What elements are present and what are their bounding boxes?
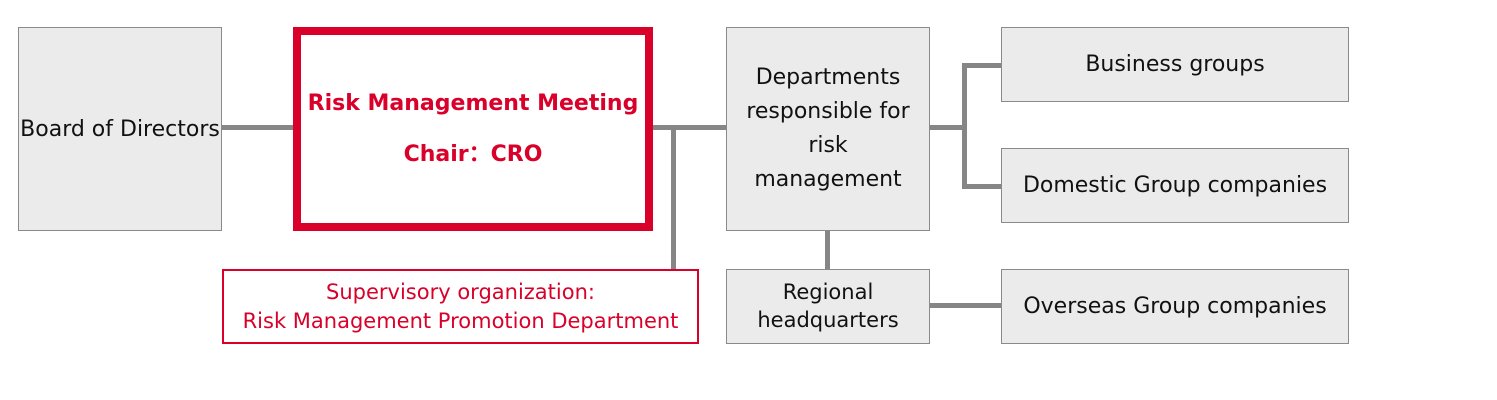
meeting-title: Risk Management Meeting	[307, 90, 639, 116]
overseas-group-companies-box: Overseas Group companies	[1001, 269, 1349, 344]
risk-management-meeting-box: Risk Management Meeting Chair：CRO	[293, 27, 653, 231]
departments-label: Departments responsible for risk managem…	[746, 64, 910, 193]
business-groups-label: Business groups	[1085, 52, 1265, 77]
domestic-group-companies-box: Domestic Group companies	[1001, 148, 1349, 223]
meeting-chair: Chair：CRO	[403, 141, 543, 167]
connector-board-meeting	[221, 125, 295, 130]
overseas-group-companies-label: Overseas Group companies	[1023, 294, 1327, 319]
business-groups-box: Business groups	[1001, 27, 1349, 102]
connector-departments-branch	[928, 125, 967, 130]
connector-branch-business	[962, 63, 1002, 68]
connector-branch-domestic	[962, 184, 1002, 189]
domestic-group-companies-label: Domestic Group companies	[1022, 173, 1328, 198]
regional-headquarters-box: Regional headquarters	[726, 269, 930, 344]
connector-meeting-departments	[651, 125, 727, 130]
connector-meeting-supervisory	[671, 125, 676, 270]
board-of-directors-box: Board of Directors	[18, 27, 222, 231]
connector-regional-overseas	[928, 303, 1002, 308]
board-of-directors-label: Board of Directors	[20, 116, 220, 142]
supervisory-organization-box: Supervisory organization: Risk Managemen…	[222, 269, 699, 344]
connector-departments-regional	[825, 229, 830, 270]
regional-headquarters-label: Regional headquarters	[757, 280, 899, 332]
supervisory-line-1: Supervisory organization:	[326, 280, 595, 305]
connector-branch-vertical	[962, 63, 967, 189]
supervisory-line-2: Risk Management Promotion Department	[242, 308, 679, 333]
departments-box: Departments responsible for risk managem…	[726, 27, 930, 231]
